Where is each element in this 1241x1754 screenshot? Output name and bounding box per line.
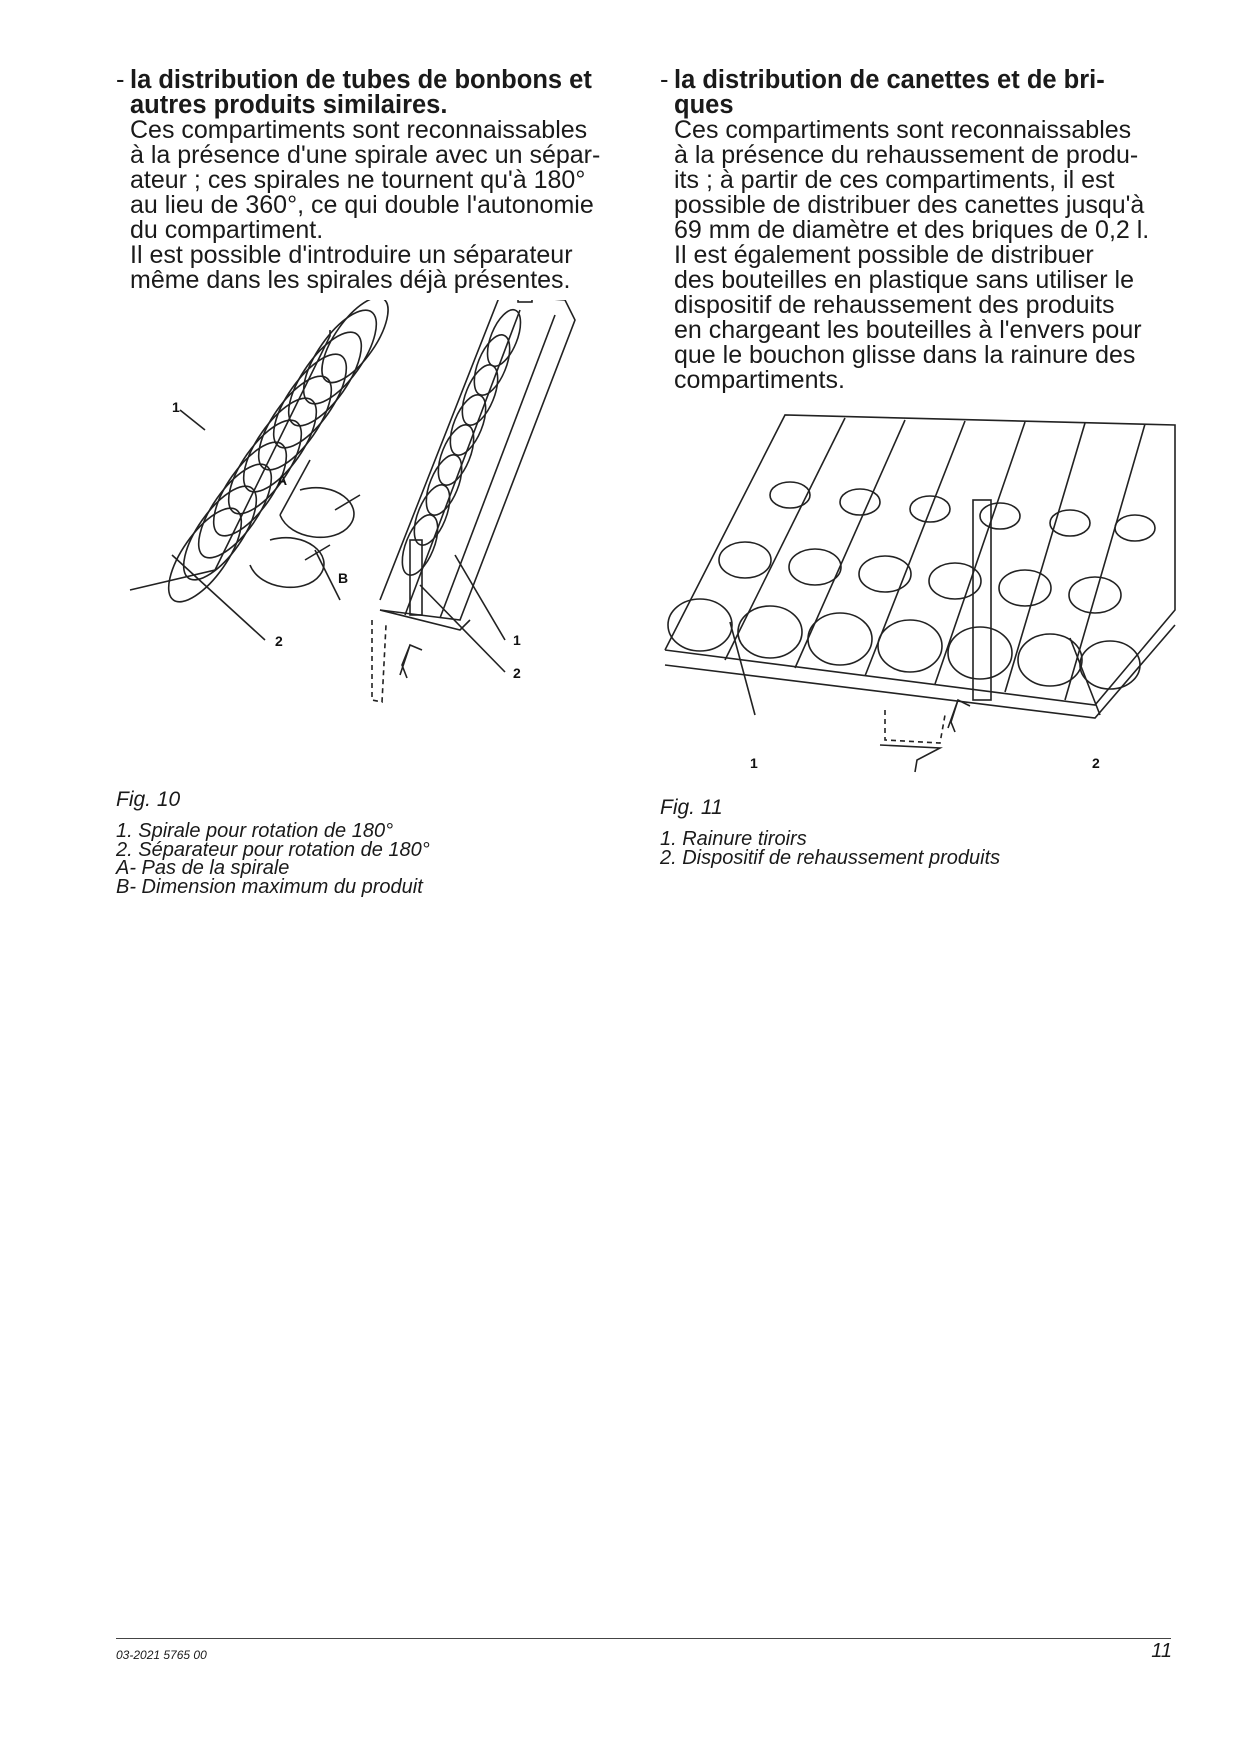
text-line: à la présence d'une spirale avec un sépa…	[130, 141, 601, 169]
fig11-legend: 1. Rainure tiroirs 2. Dispositif de reha…	[660, 828, 1001, 869]
fig11-label: Fig. 11	[660, 796, 723, 819]
text-line: Il est possible d'introduire un séparate…	[130, 241, 573, 269]
page-number: 11	[1151, 1640, 1172, 1662]
legend-item: 1. Spirale pour rotation de 180°	[116, 820, 394, 842]
text-line: en chargeant les bouteilles à l'envers p…	[674, 316, 1142, 344]
text-line: dispositif de rehaussement des produits	[674, 291, 1115, 319]
fig10-legend: 1. Spirale pour rotation de 180° 2. Sépa…	[116, 820, 430, 898]
text-line: du compartiment.	[130, 216, 324, 244]
section-body-cans-bricks: Ces compartiments sont reconnaissables à…	[660, 118, 1190, 393]
spiral-coil-drawing	[167, 300, 389, 603]
leader-line	[454, 554, 506, 641]
right-column: - la distribution de canettes et de bri-…	[660, 66, 1190, 393]
text-line: même dans les spirales déjà présentes.	[130, 266, 571, 294]
paragraph: Il est possible d'introduire un séparate…	[130, 243, 636, 293]
section-heading-candy-tubes: - la distribution de tubes de bonbons et…	[116, 66, 636, 119]
callout-a: A	[277, 472, 287, 488]
heading-line: autres produits similaires.	[130, 91, 448, 119]
fig10-label: Fig. 10	[116, 788, 181, 811]
legend-item: 2. Séparateur pour rotation de 180°	[116, 838, 430, 861]
section-heading-cans-bricks: - la distribution de canettes et de bri-…	[660, 66, 1190, 119]
footer-rule	[116, 1638, 1171, 1639]
document-code: 03-2021 5765 00	[116, 1648, 207, 1662]
callout-b: B	[338, 570, 348, 586]
callout-2: 2	[1092, 755, 1100, 771]
legend-item: B- Dimension maximum du produit	[116, 875, 423, 898]
dimension-b-line	[314, 549, 341, 601]
leader-line	[179, 409, 206, 431]
leader-line	[729, 621, 756, 716]
separator-drawing	[249, 486, 361, 589]
bracket-line	[129, 330, 331, 591]
text-line: au lieu de 360°, ce qui double l'autonom…	[130, 191, 594, 219]
callout-1-right: 1	[513, 632, 521, 648]
text-line: 69 mm de diamètre et des briques de 0,2 …	[674, 216, 1150, 244]
text-line: its ; à partir de ces compartiments, il …	[674, 166, 1115, 194]
paragraph: Ces compartiments sont reconnaissables à…	[130, 118, 636, 243]
text-line: compartiments.	[674, 366, 845, 394]
legend-item: 2. Dispositif de rehaussement produits	[660, 846, 1001, 869]
product-raiser-bar	[972, 499, 992, 701]
legend-item: 1. Rainure tiroirs	[660, 828, 807, 850]
section-body-candy-tubes: Ces compartiments sont reconnaissables à…	[116, 118, 636, 293]
heading-dash: -	[116, 66, 125, 94]
heading-dash: -	[660, 66, 669, 94]
callout-2-right: 2	[513, 665, 521, 681]
text-line: des bouteilles en plastique sans utilise…	[674, 266, 1134, 294]
fig10-illustration: 1 2 A B 1 2	[129, 300, 576, 703]
dimension-a-line	[279, 459, 311, 516]
text-line: possible de distribuer des canettes jusq…	[674, 191, 1145, 219]
callout-1: 1	[750, 755, 758, 771]
tray-drawing	[371, 300, 576, 703]
callout-1-left: 1	[172, 399, 180, 415]
paragraph: Ces compartiments sont reconnaissables à…	[674, 118, 1190, 393]
text-line: ateur ; ces spirales ne tournent qu'à 18…	[130, 166, 586, 194]
text-line: que le bouchon glisse dans la rainure de…	[674, 341, 1136, 369]
leader-line	[171, 554, 266, 641]
leader-line	[1069, 637, 1101, 716]
heading-line: la distribution de canettes et de bri-	[674, 66, 1105, 94]
fig11-illustration: 1 2	[664, 414, 1176, 773]
spiral-rings	[667, 481, 1156, 690]
callout-2-left: 2	[275, 633, 283, 649]
heading-line: ques	[674, 91, 734, 119]
legend-item: A- Pas de la spirale	[116, 857, 290, 879]
heading-line: la distribution de tubes de bonbons et	[130, 66, 592, 94]
text-line: Il est également possible de distribuer	[674, 241, 1094, 269]
text-line: Ces compartiments sont reconnaissables	[674, 116, 1132, 144]
text-line: à la présence du rehaussement de produ-	[674, 141, 1139, 169]
left-column: - la distribution de tubes de bonbons et…	[116, 66, 636, 293]
text-line: Ces compartiments sont reconnaissables	[130, 116, 588, 144]
leader-line	[419, 584, 506, 673]
tray-outline	[664, 414, 1176, 706]
